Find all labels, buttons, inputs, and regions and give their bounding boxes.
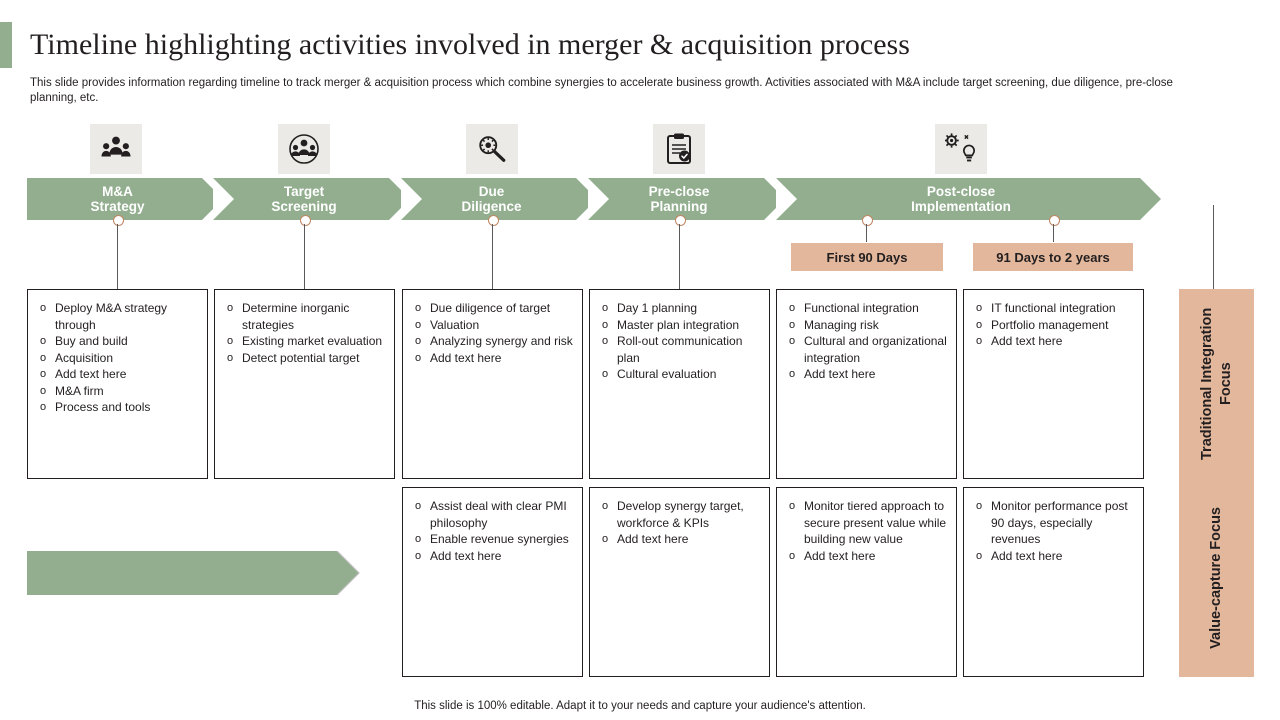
list-item: Master plan integration — [600, 317, 761, 334]
list-item: Detect potential target — [225, 350, 386, 367]
connector-dot-1 — [113, 215, 124, 226]
list-item: Develop synergy target, workforce & KPIs — [600, 498, 761, 531]
card-top-ma-strategy: Deploy M&A strategy through Buy and buil… — [27, 289, 208, 479]
bottom-arrow-body — [27, 551, 337, 595]
connector-line-6 — [1053, 224, 1054, 242]
connector-line-3 — [492, 224, 493, 290]
connector-line-4 — [679, 224, 680, 290]
card-top-target-screening: Determine inorganic strategies Existing … — [214, 289, 395, 479]
side-panel-value-capture-focus: Value-capture Focus — [1179, 479, 1254, 677]
phase-label-line2: Diligence — [461, 199, 522, 214]
phase-label-line1: M&A — [102, 184, 133, 199]
phase-label-line2: Strategy — [90, 199, 145, 214]
list-item: Add text here — [413, 548, 574, 565]
connector-dot-2 — [300, 215, 311, 226]
connector-line-1 — [117, 224, 118, 290]
bottom-arrow-outline — [336, 551, 360, 595]
phase-chevron-target-screening[interactable]: Target Screening — [213, 178, 410, 220]
phase-chevron-pre-close-planning[interactable]: Pre-close Planning — [588, 178, 785, 220]
badge-91-days-to-2-years: 91 Days to 2 years — [973, 243, 1133, 271]
list-item: Cultural evaluation — [600, 366, 761, 383]
connector-line-side — [1213, 205, 1214, 290]
card-top-due-diligence: Due diligence of target Valuation Analyz… — [402, 289, 583, 479]
footer-note: This slide is 100% editable. Adapt it to… — [414, 700, 866, 712]
list-item: Add text here — [413, 350, 574, 367]
card-bottom-pre-close-planning: Develop synergy target, workforce & KPIs… — [589, 487, 770, 677]
connector-dot-3 — [488, 215, 499, 226]
list-item: Monitor tiered approach to secure presen… — [787, 498, 948, 548]
card-bottom-91-days-to-2-years: Monitor performance post 90 days, especi… — [963, 487, 1144, 677]
phase-label-line1: Post-close — [926, 184, 996, 199]
magnifier-gear-icon — [466, 124, 518, 174]
list-item: Add text here — [787, 548, 948, 565]
card-top-pre-close-planning: Day 1 planning Master plan integration R… — [589, 289, 770, 479]
list-item: Add text here — [38, 366, 199, 383]
bottom-progress-arrow — [27, 551, 367, 595]
phase-label-line2: Implementation — [911, 199, 1011, 214]
card-top-first-90-days: Functional integration Managing risk Cul… — [776, 289, 957, 479]
list-item: Cultural and organizational integration — [787, 333, 948, 366]
list-item: Add text here — [600, 531, 761, 548]
list-item: Enable revenue synergies — [413, 531, 574, 548]
bottom-arrow-tip — [337, 551, 359, 595]
phase-label-line1: Due — [478, 184, 505, 199]
side-panel-label: Traditional Integration Focus — [1198, 307, 1234, 461]
list-item: Day 1 planning — [600, 300, 761, 317]
connector-dot-4 — [675, 215, 686, 226]
list-item: Valuation — [413, 317, 574, 334]
connector-line-5 — [866, 224, 867, 242]
phase-chevron-post-close-implementation[interactable]: Post-close Implementation — [776, 178, 1161, 220]
title-accent-bar — [0, 22, 12, 68]
list-item: Functional integration — [787, 300, 948, 317]
list-item: M&A firm — [38, 383, 199, 400]
connector-dot-6 — [1049, 215, 1060, 226]
phase-chevron-due-diligence[interactable]: Due Diligence — [401, 178, 597, 220]
list-item: Buy and build — [38, 333, 199, 350]
list-item: Determine inorganic strategies — [225, 300, 386, 333]
connector-line-2 — [304, 224, 305, 290]
side-panel-label: Value-capture Focus — [1208, 507, 1224, 649]
phase-label-line1: Target — [283, 184, 325, 199]
list-item: Assist deal with clear PMI philosophy — [413, 498, 574, 531]
phase-label-line2: Screening — [271, 199, 337, 214]
list-item: Due diligence of target — [413, 300, 574, 317]
list-item: Add text here — [974, 548, 1135, 565]
list-item: Existing market evaluation — [225, 333, 386, 350]
gear-bulb-icon — [935, 124, 987, 174]
list-item: Add text here — [787, 366, 948, 383]
list-item: Add text here — [974, 333, 1135, 350]
list-item: Roll-out communication plan — [600, 333, 761, 366]
connector-dot-5 — [862, 215, 873, 226]
team-people-icon — [90, 124, 142, 174]
clipboard-check-icon — [653, 124, 705, 174]
page-subtitle: This slide provides information regardin… — [30, 77, 1173, 104]
side-panel-traditional-integration-focus: Traditional Integration Focus — [1179, 289, 1254, 479]
page-title: Timeline highlighting activities involve… — [30, 28, 910, 61]
list-item: Monitor performance post 90 days, especi… — [974, 498, 1135, 548]
card-bottom-first-90-days: Monitor tiered approach to secure presen… — [776, 487, 957, 677]
phase-chevron-ma-strategy[interactable]: M&A Strategy — [27, 178, 223, 220]
list-item: Process and tools — [38, 399, 199, 416]
phase-label-line2: Planning — [650, 199, 708, 214]
phase-label-line1: Pre-close — [648, 184, 710, 199]
list-item: Portfolio management — [974, 317, 1135, 334]
badge-first-90-days: First 90 Days — [791, 243, 943, 271]
list-item: Deploy M&A strategy through — [38, 300, 199, 333]
list-item: IT functional integration — [974, 300, 1135, 317]
list-item: Acquisition — [38, 350, 199, 367]
list-item: Analyzing synergy and risk — [413, 333, 574, 350]
target-group-icon — [278, 124, 330, 174]
card-bottom-due-diligence: Assist deal with clear PMI philosophy En… — [402, 487, 583, 677]
list-item: Managing risk — [787, 317, 948, 334]
card-top-91-days-to-2-years: IT functional integration Portfolio mana… — [963, 289, 1144, 479]
